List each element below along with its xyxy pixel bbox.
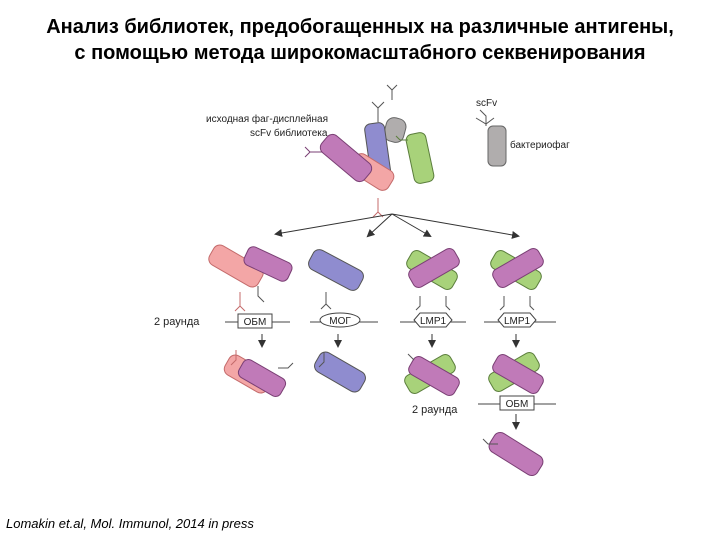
column-lmp1-b: LMP1 ОБМ — [478, 248, 556, 477]
antigen-label-1: ОБМ — [244, 317, 267, 328]
selection-arrows — [274, 213, 520, 239]
legend-scfv-label: scFv — [476, 98, 497, 109]
phage-legend-icon — [487, 125, 507, 167]
library-label-line2: scFv библиотека — [250, 127, 328, 139]
antigen-label-4: LMP1 — [504, 316, 531, 327]
round-label-left: 2 раунда — [154, 316, 200, 328]
antigen-label-bottom: ОБМ — [506, 399, 529, 410]
slide-title: Анализ библиотек, предобогащенных на раз… — [0, 14, 720, 66]
column-obm: ОБМ — [208, 244, 294, 397]
antigen-label-2: МОГ — [329, 316, 351, 327]
column-mog: МОГ — [308, 249, 378, 393]
library-label-line1: исходная фаг-дисплейная — [206, 113, 328, 125]
library-phage-cluster — [304, 84, 435, 218]
legend-phage-label: бактериофаг — [510, 139, 570, 151]
round-label-bottom: 2 раунда — [412, 404, 458, 416]
legend: scFv бактериофаг — [475, 98, 570, 167]
title-line-1: Анализ библиотек, предобогащенных на раз… — [46, 16, 674, 38]
title-line-2: с помощью метода широкомасштабного секве… — [74, 42, 646, 64]
column-lmp1-a: LMP1 — [400, 248, 466, 396]
antigen-label-3: LMP1 — [420, 316, 447, 327]
citation: Lomakin et.al, Mol. Immunol, 2014 in pre… — [6, 516, 254, 531]
